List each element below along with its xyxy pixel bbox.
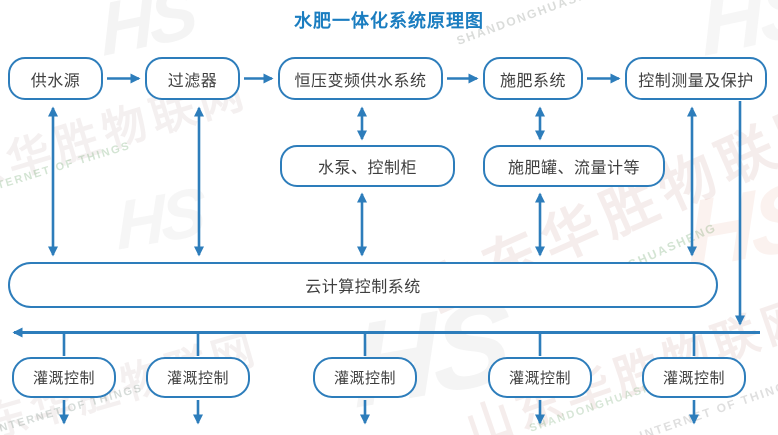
diagram-title: 水肥一体化系统原理图 bbox=[294, 11, 484, 31]
node-irrigation-control-4: 灌溉控制 bbox=[488, 357, 592, 398]
node-label: 水泵、控制柜 bbox=[317, 160, 417, 177]
node-label: 控制测量及保护 bbox=[638, 72, 754, 90]
node-label: 施肥系统 bbox=[499, 72, 566, 90]
node-pump-control-cabinet: 水泵、控制柜 bbox=[280, 145, 455, 187]
node-label: 施肥罐、流量计等 bbox=[507, 160, 640, 177]
node-irrigation-control-1: 灌溉控制 bbox=[12, 357, 116, 398]
node-label: 灌溉控制 bbox=[662, 370, 725, 387]
node-fertilizer-tank-flowmeter: 施肥罐、流量计等 bbox=[483, 145, 665, 187]
node-label: 灌溉控制 bbox=[508, 370, 571, 387]
node-irrigation-control-2: 灌溉控制 bbox=[146, 357, 250, 398]
node-label: 过滤器 bbox=[167, 72, 218, 90]
node-label: 灌溉控制 bbox=[166, 370, 229, 387]
node-filter: 过滤器 bbox=[145, 57, 240, 100]
node-fertilization-system: 施肥系统 bbox=[483, 57, 583, 100]
node-constant-pressure-vfd-water-system: 恒压变频供水系统 bbox=[278, 57, 443, 100]
node-label: 灌溉控制 bbox=[333, 370, 396, 387]
node-irrigation-control-3: 灌溉控制 bbox=[313, 357, 417, 398]
node-label: 灌溉控制 bbox=[32, 370, 95, 387]
node-irrigation-control-5: 灌溉控制 bbox=[642, 357, 746, 398]
node-cloud-computing-control-system: 云计算控制系统 bbox=[8, 262, 718, 308]
node-water-supply: 供水源 bbox=[8, 57, 103, 100]
node-label: 云计算控制系统 bbox=[305, 279, 421, 296]
node-label: 恒压变频供水系统 bbox=[294, 72, 427, 90]
node-label: 供水源 bbox=[30, 72, 81, 90]
node-control-measurement-protection: 控制测量及保护 bbox=[625, 57, 767, 100]
